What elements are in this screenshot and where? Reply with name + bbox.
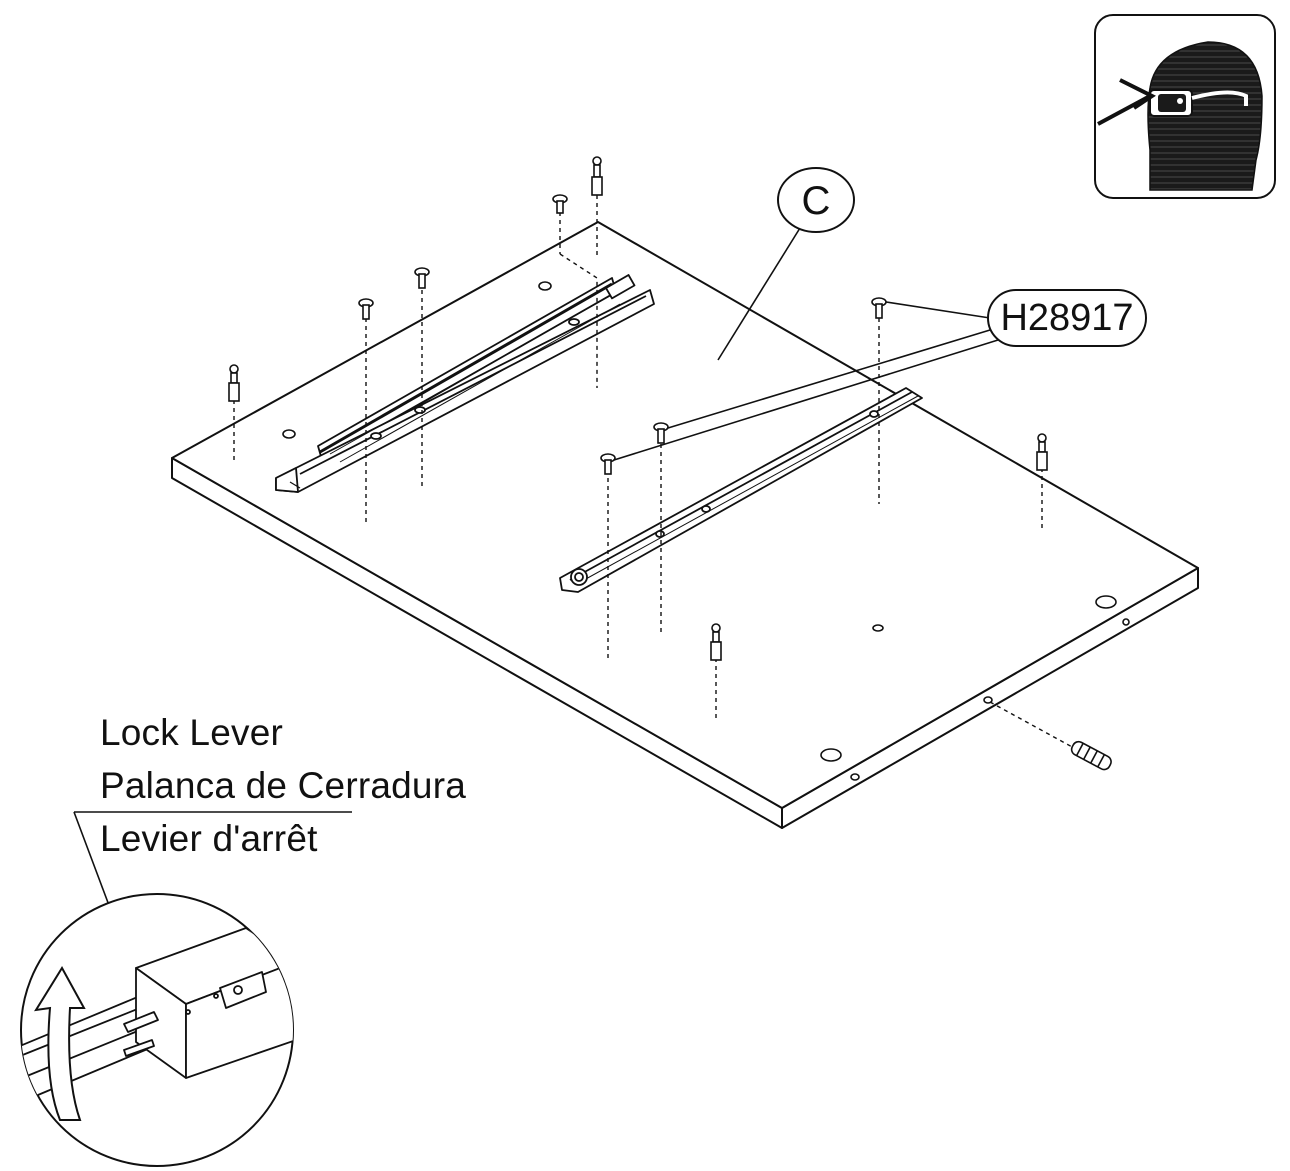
rotate-up-arrow-icon [34,966,86,1121]
callout-c-bubble [777,167,855,233]
safety-glasses-icon [1094,14,1276,199]
lock-lever-detail [20,893,294,1167]
lock-lever-label-fr: Levier d'arrêt [100,818,318,859]
cam-bolt [228,156,1048,661]
callout-part-number: H28917 [1000,297,1134,339]
wood-dowel [1070,740,1112,771]
flat-screw [358,194,887,475]
callout-panel-letter: C [801,179,831,223]
lock-lever-label-es: Palanca de Cerradura [100,765,466,806]
screws [228,156,1112,771]
left-drawer-slide [275,274,655,493]
panel-holes [282,281,1130,781]
lock-lever-label-en: Lock Lever [100,712,283,753]
callout-leaders [613,227,999,461]
callout-part-bubble [987,289,1147,347]
right-drawer-slide [559,387,923,593]
